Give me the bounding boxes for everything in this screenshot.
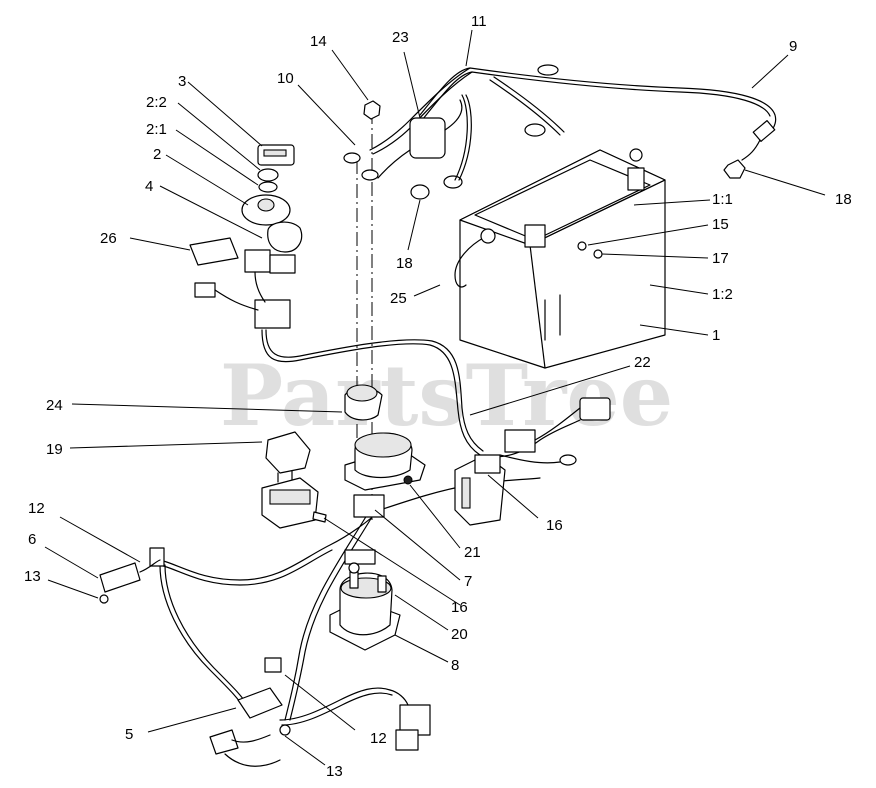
callout-1-2: 1:2 — [712, 286, 733, 303]
terminal-nut — [593, 249, 603, 259]
callout-9: 9 — [789, 38, 797, 55]
fuse-block-16-right — [454, 397, 611, 526]
callout-16-lower: 16 — [451, 599, 468, 616]
callout-19: 19 — [46, 441, 63, 458]
callout-22: 22 — [634, 354, 651, 371]
screw-21 — [403, 475, 413, 485]
ring-terminals — [343, 64, 559, 200]
callout-3: 3 — [178, 73, 186, 90]
connector-26 — [189, 237, 239, 266]
callout-18-right: 18 — [835, 191, 852, 208]
terminal-bolt — [577, 241, 587, 251]
callout-labels: 3 2:2 2:1 2 4 26 10 14 23 11 9 18 1:1 15… — [24, 13, 852, 780]
fuse-block-16-lower — [261, 477, 327, 529]
washer-2-1 — [258, 181, 278, 193]
callout-2: 2 — [153, 146, 161, 163]
callout-2-2: 2:2 — [146, 94, 167, 111]
battery — [454, 148, 666, 369]
callout-23: 23 — [392, 29, 409, 46]
callout-4: 4 — [145, 178, 153, 195]
key-switch-assembly — [189, 144, 303, 329]
callout-5: 5 — [125, 726, 133, 743]
callout-24: 24 — [46, 397, 63, 414]
callout-26: 26 — [100, 230, 117, 247]
terminal-13-left — [99, 594, 109, 604]
leader-lines — [44, 29, 826, 766]
connector-6 — [99, 562, 141, 593]
callout-21: 21 — [464, 544, 481, 561]
relay-19 — [265, 431, 311, 483]
callout-1-1: 1:1 — [712, 191, 733, 208]
callout-15: 15 — [712, 216, 729, 233]
lower-connectors — [209, 657, 291, 767]
switch-body-4 — [267, 221, 303, 253]
left-connectors — [99, 547, 165, 604]
nut-14 — [363, 100, 381, 120]
connector-12-left — [149, 547, 165, 567]
screw-16 — [312, 511, 327, 523]
callout-7: 7 — [464, 573, 472, 590]
callout-14: 14 — [310, 33, 327, 50]
callout-16-right: 16 — [546, 517, 563, 534]
solenoid — [329, 562, 401, 651]
callout-12-left: 12 — [28, 500, 45, 517]
negative-terminal — [524, 224, 546, 248]
grommet-24 — [344, 384, 383, 421]
positive-terminal — [627, 167, 645, 191]
module-21 — [344, 432, 426, 491]
callout-1: 1 — [712, 327, 720, 344]
callout-13-lower: 13 — [326, 763, 343, 780]
callout-18-left: 18 — [396, 255, 413, 272]
watermark: PartsTree — [220, 346, 673, 445]
callout-13-left: 13 — [24, 568, 41, 585]
callout-10: 10 — [277, 70, 294, 87]
callout-11: 11 — [471, 13, 487, 30]
callout-2-1: 2:1 — [146, 121, 167, 138]
callout-8: 8 — [451, 657, 459, 674]
connector-12-lower — [264, 657, 282, 673]
callout-17: 17 — [712, 250, 729, 267]
connector-lower-left — [209, 729, 239, 755]
terminal-13-lower — [279, 724, 291, 736]
fuse-holder — [377, 94, 472, 181]
callout-12-lower: 12 — [370, 730, 387, 747]
battery-cable-end — [723, 120, 776, 179]
nut-18-right — [723, 159, 746, 179]
connector-5 — [237, 687, 283, 719]
relay-lower-right — [389, 689, 431, 751]
nut-2-2 — [257, 168, 279, 182]
callout-25: 25 — [390, 290, 407, 307]
callout-6: 6 — [28, 531, 36, 548]
callout-20: 20 — [451, 626, 468, 643]
